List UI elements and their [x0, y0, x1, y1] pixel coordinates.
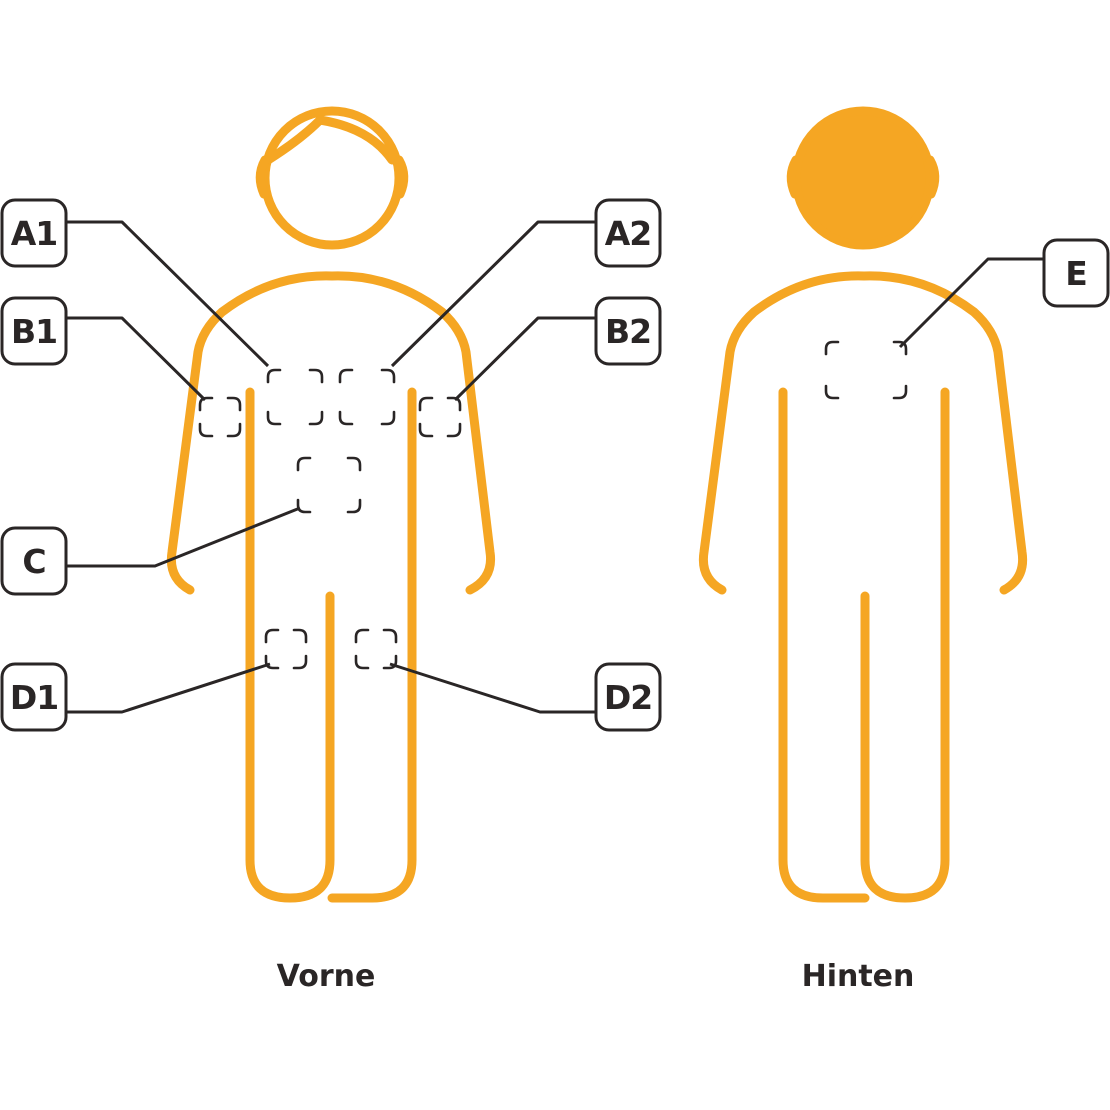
- zone-d1-corner: [264, 628, 280, 644]
- back-head: [791, 106, 935, 250]
- leader-d1: [66, 662, 271, 714]
- zone-b1-corner: [198, 422, 214, 438]
- zone-c-corner: [346, 498, 362, 514]
- front-torso-outline: [166, 271, 496, 595]
- label-a1: A1: [0, 198, 68, 268]
- zone-e-corner: [824, 384, 840, 400]
- zone-b2-corner: [446, 396, 462, 412]
- zone-d1-corner: [292, 654, 308, 670]
- label-d1-text: D1: [10, 678, 58, 717]
- front-hair: [263, 115, 397, 165]
- back-torso-outline: [698, 271, 1028, 595]
- back-side-left: [778, 387, 870, 903]
- leader-e: [898, 257, 1044, 349]
- zone-a2-corner: [338, 368, 354, 384]
- zone-d2-corner: [382, 628, 398, 644]
- zone-d1-corner: [292, 628, 308, 644]
- leader-a2: [390, 220, 596, 368]
- zone-c: [296, 456, 362, 514]
- zone-b2: [418, 396, 462, 438]
- back-view-caption: Hinten: [802, 959, 915, 994]
- front-head: [260, 106, 404, 250]
- label-a1-text: A1: [11, 214, 58, 253]
- leader-c: [66, 506, 301, 568]
- leader-lines: [66, 220, 1044, 714]
- label-e-text: E: [1065, 254, 1087, 293]
- zone-b1: [198, 396, 242, 438]
- zone-a2: [338, 368, 396, 426]
- back-figure: [698, 106, 1028, 903]
- leader-a1: [66, 220, 270, 368]
- zone-a1-corner: [266, 368, 282, 384]
- zone-b1-corner: [198, 396, 214, 412]
- zone-a1-corner: [266, 410, 282, 426]
- zone-e-corner: [892, 384, 908, 400]
- leader-b1: [66, 316, 207, 402]
- zone-a1-corner: [308, 410, 324, 426]
- back-ear-right: [925, 155, 940, 199]
- front-ear-left: [255, 155, 270, 199]
- label-b1: B1: [0, 296, 68, 366]
- zone-a2-corner: [380, 368, 396, 384]
- label-c-text: C: [22, 542, 45, 581]
- zone-d2-corner: [354, 654, 370, 670]
- label-c: C: [0, 526, 68, 596]
- label-d2-text: D2: [604, 678, 652, 717]
- zone-b2-corner: [446, 422, 462, 438]
- electrode-zones: [198, 340, 908, 670]
- label-a2: A2: [594, 198, 662, 268]
- zone-c-corner: [346, 456, 362, 472]
- label-d1: D1: [0, 662, 68, 732]
- back-ear-left: [786, 155, 801, 199]
- zone-d2: [354, 628, 398, 670]
- zone-a1: [266, 368, 324, 426]
- label-b1-text: B1: [11, 312, 57, 351]
- leader-b2: [453, 316, 596, 402]
- label-a2-text: A2: [605, 214, 652, 253]
- front-figure: [166, 106, 496, 903]
- front-view-caption: Vorne: [277, 959, 376, 994]
- zone-d2-corner: [354, 628, 370, 644]
- zone-d1: [264, 628, 308, 670]
- label-d2: D2: [594, 662, 662, 732]
- zone-e-corner: [824, 340, 840, 356]
- front-side-right: [327, 387, 417, 903]
- zone-b2-corner: [418, 422, 434, 438]
- zone-c-corner: [296, 498, 312, 514]
- zone-a1-corner: [308, 368, 324, 384]
- label-e: E: [1042, 238, 1110, 308]
- front-side-left: [245, 387, 335, 903]
- back-side-right: [860, 387, 950, 903]
- label-b2-text: B2: [605, 312, 651, 351]
- zone-b1-corner: [226, 396, 242, 412]
- zone-a2-corner: [380, 410, 396, 426]
- zone-e: [824, 340, 908, 400]
- zone-b2-corner: [418, 396, 434, 412]
- label-b2: B2: [594, 296, 662, 366]
- zone-a2-corner: [338, 410, 354, 426]
- leader-d2: [389, 662, 596, 714]
- front-ear-right: [394, 155, 409, 199]
- zone-b1-corner: [226, 422, 242, 438]
- zone-c-corner: [296, 456, 312, 472]
